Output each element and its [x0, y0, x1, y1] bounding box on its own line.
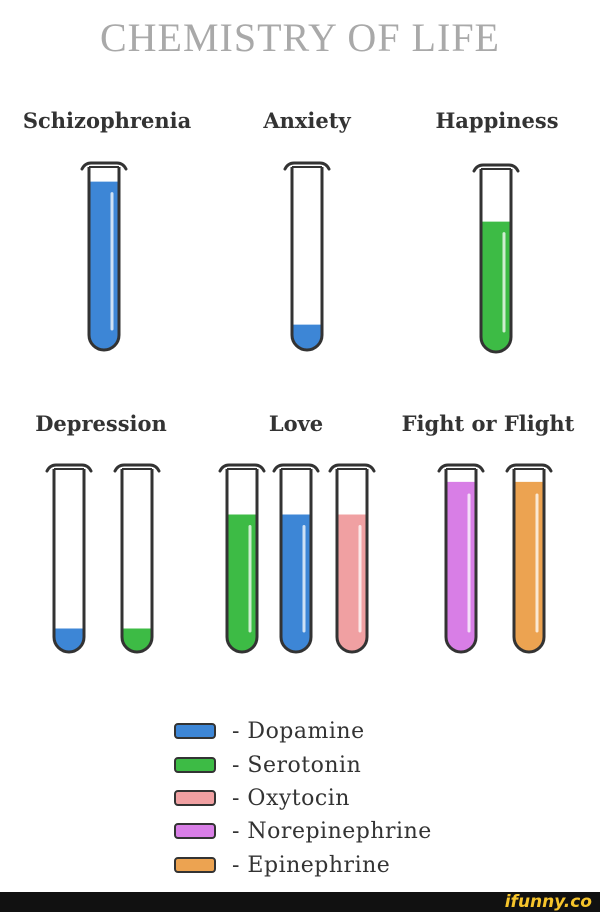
test-tube-fight-or-flight-epinephrine	[505, 463, 553, 654]
liquid-dopamine	[281, 514, 311, 652]
legend-label-dopamine: - Dopamine	[232, 718, 365, 744]
liquid-norepinephrine	[446, 481, 476, 652]
liquid-epinephrine	[514, 481, 544, 652]
tube-rim	[113, 463, 161, 473]
test-tubes-diagram	[45, 161, 553, 654]
legend-swatch-epinephrine	[174, 857, 216, 873]
liquid-serotonin	[227, 514, 257, 652]
tube-glass	[290, 167, 324, 352]
group-label-anxiety: Anxiety	[263, 108, 351, 133]
footer-bar: ifunny.co	[0, 892, 600, 912]
legend-item-oxytocin: - Oxytocin	[174, 784, 350, 812]
tube-glass	[225, 469, 259, 654]
tube-rim	[80, 161, 128, 171]
legend-swatch-serotonin	[174, 757, 216, 773]
legend-swatch-dopamine	[174, 723, 216, 739]
test-tube-fight-or-flight-norepinephrine	[437, 463, 485, 654]
group-label-depression: Depression	[35, 411, 167, 436]
legend-label-epinephrine: - Epinephrine	[232, 852, 391, 878]
test-tube-depression-serotonin	[113, 463, 161, 654]
legend-swatch-norepinephrine	[174, 823, 216, 839]
tube-rim	[218, 463, 266, 473]
tube-rim	[272, 463, 320, 473]
tube-glass	[87, 167, 121, 352]
group-label-happiness: Happiness	[435, 108, 559, 133]
liquid-dopamine	[89, 181, 119, 350]
tube-glass	[444, 469, 478, 654]
liquid-dopamine	[292, 324, 322, 350]
tube-rim	[505, 463, 553, 473]
legend-swatch-oxytocin	[174, 790, 216, 806]
test-tube-love-oxytocin	[328, 463, 376, 654]
ifunny-watermark: ifunny.co	[504, 892, 592, 912]
tube-glass	[279, 469, 313, 654]
liquid-dopamine	[54, 628, 84, 652]
legend-item-dopamine: - Dopamine	[174, 717, 365, 745]
legend-label-serotonin: - Serotonin	[232, 752, 362, 778]
legend-item-norepinephrine: - Norepinephrine	[174, 817, 432, 845]
liquid-serotonin	[122, 628, 152, 652]
group-label-schizophrenia: Schizophrenia	[22, 108, 192, 133]
tube-rim	[472, 163, 520, 173]
test-tube-happiness-serotonin	[472, 163, 520, 354]
test-tube-anxiety-dopamine	[283, 161, 331, 352]
tube-rim	[45, 463, 93, 473]
group-label-fight-or-flight: Fight or Flight	[401, 411, 575, 436]
test-tube-love-serotonin	[218, 463, 266, 654]
page-title: CHEMISTRY OF LIFE	[99, 15, 500, 60]
tube-rim	[283, 161, 331, 171]
test-tube-depression-dopamine	[45, 463, 93, 654]
tube-rim	[437, 463, 485, 473]
legend-item-serotonin: - Serotonin	[174, 751, 361, 779]
legend-item-epinephrine: - Epinephrine	[174, 851, 390, 879]
group-label-love: Love	[268, 411, 324, 436]
legend-label-norepinephrine: - Norepinephrine	[232, 818, 432, 844]
legend-label-oxytocin: - Oxytocin	[232, 785, 350, 811]
tube-rim	[328, 463, 376, 473]
test-tube-schizophrenia-dopamine	[80, 161, 128, 352]
tube-glass	[479, 169, 513, 354]
tube-glass	[512, 469, 546, 654]
liquid-serotonin	[481, 221, 511, 352]
tube-glass	[52, 469, 86, 654]
tube-glass	[335, 469, 369, 654]
test-tube-love-dopamine	[272, 463, 320, 654]
tube-glass	[120, 469, 154, 654]
liquid-oxytocin	[337, 514, 367, 652]
